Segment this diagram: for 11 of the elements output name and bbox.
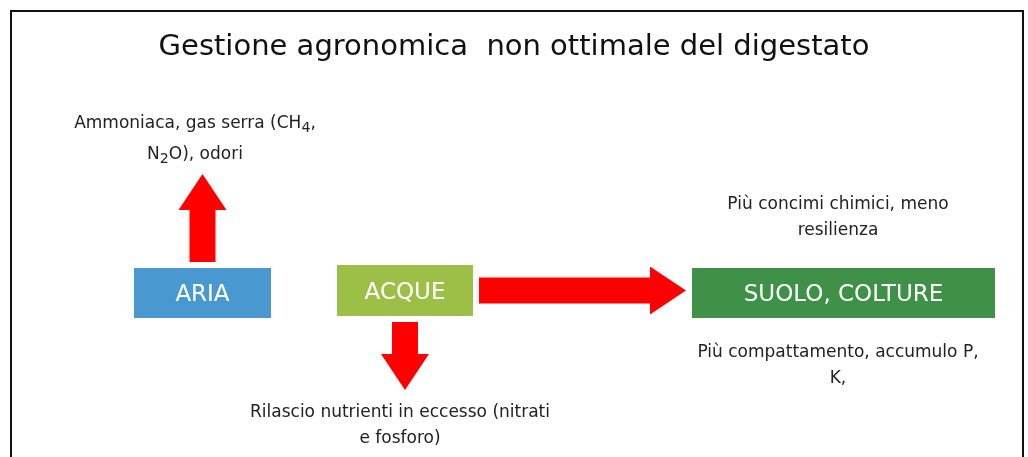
category-box: ACQUE <box>337 265 473 316</box>
block-arrow <box>479 266 686 315</box>
effect-note: Più compattamento, accumulo P, K, <box>696 340 980 389</box>
category-box: SUOLO, COLTURE <box>692 268 995 318</box>
slide-title: Gestione agronomica non ottimale del digestato <box>157 28 871 62</box>
outcome-text: Rilascio nutrienti in eccesso (nitrati e fosforo) <box>250 396 550 452</box>
category-box: ARIA <box>134 268 271 318</box>
block-arrow <box>178 174 227 262</box>
outcome-text: Ammoniaca, gas serra (CH$_{4}$, N$_{2}$O), odori <box>60 112 330 168</box>
block-arrow <box>381 322 429 390</box>
effect-note: Più concimi chimici, meno resilienza <box>726 192 950 241</box>
